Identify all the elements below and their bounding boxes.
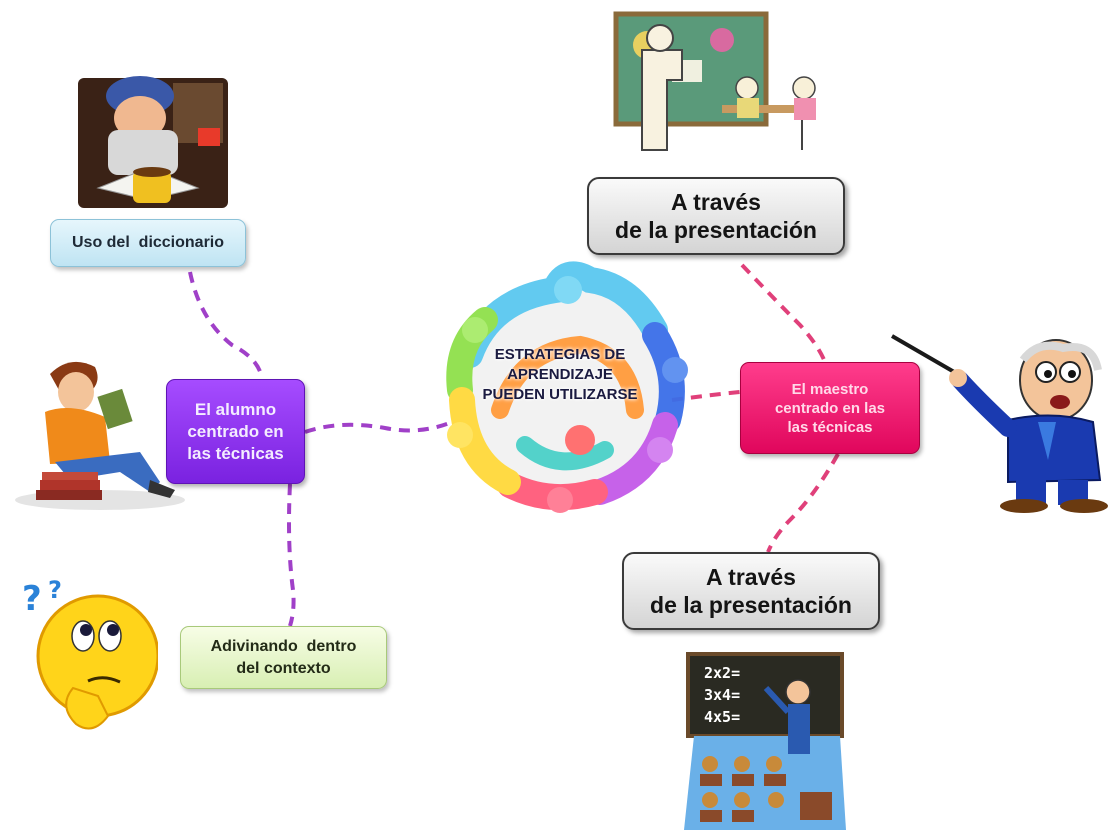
- node-dictionary-use: Uso del diccionario: [50, 219, 246, 267]
- studying-student-illustration: [78, 76, 228, 208]
- node-student-centered-line3: las técnicas: [187, 443, 284, 463]
- board-line3: 4x5=: [704, 708, 740, 726]
- central-topic-line2: APRENDIZAJE: [507, 366, 613, 383]
- board-line2: 3x4=: [704, 686, 740, 704]
- central-topic-line1: ESTRATEGIAS DE: [494, 346, 626, 363]
- node-presentation-top-line1: A través: [671, 189, 761, 215]
- thinking-face-illustration: ? ?: [22, 576, 158, 730]
- node-guessing-in-context-line1: Adivinando dentro: [210, 637, 357, 655]
- node-student-centered-line1: El alumno: [194, 399, 277, 419]
- node-presentation-top: A través de la presentación: [587, 177, 845, 255]
- classroom-presentation-illustration: [613, 11, 816, 151]
- node-guessing-in-context-line2: del contexto: [236, 659, 331, 677]
- node-teacher-centered: El maestro centrado en las las técnicas: [740, 362, 920, 454]
- connector-teacher-presentation-top: [740, 263, 827, 363]
- node-student-centered: El alumno centrado en las técnicas: [166, 379, 305, 484]
- node-presentation-bottom-line1: A través: [706, 564, 796, 590]
- svg-text:?: ?: [48, 576, 62, 604]
- node-student-centered-line2: centrado en: [187, 421, 284, 441]
- node-teacher-centered-line1: El maestro: [791, 380, 869, 398]
- connector-student-center: [304, 420, 453, 434]
- board-line1: 2x2=: [704, 664, 740, 682]
- connector-dictionary-student: [188, 271, 264, 379]
- node-presentation-bottom: A través de la presentación: [622, 552, 880, 630]
- central-topic-line3: PUEDEN UTILIZARSE: [482, 386, 638, 403]
- node-guessing-in-context: Adivinando dentro del contexto: [180, 626, 387, 689]
- node-teacher-centered-line3: las técnicas: [787, 418, 873, 436]
- node-teacher-centered-line2: centrado en las: [774, 399, 886, 417]
- node-presentation-top-line2: de la presentación: [615, 217, 817, 243]
- connector-student-guessing: [287, 483, 296, 627]
- central-topic: ESTRATEGIAS DE APRENDIZAJE PUEDEN UTILIZ…: [440, 345, 680, 405]
- teacher-blackboard-illustration: 2x2= 3x4= 4x5=: [684, 652, 846, 830]
- central-emblem: [446, 261, 688, 513]
- node-dictionary-use-label: Uso del diccionario: [71, 234, 225, 251]
- svg-text:?: ?: [22, 579, 42, 619]
- professor-with-pointer-illustration: [890, 334, 1108, 513]
- node-presentation-bottom-line2: de la presentación: [650, 592, 852, 618]
- reading-student-illustration: [15, 361, 185, 510]
- connector-teacher-presentation-bottom: [766, 453, 840, 553]
